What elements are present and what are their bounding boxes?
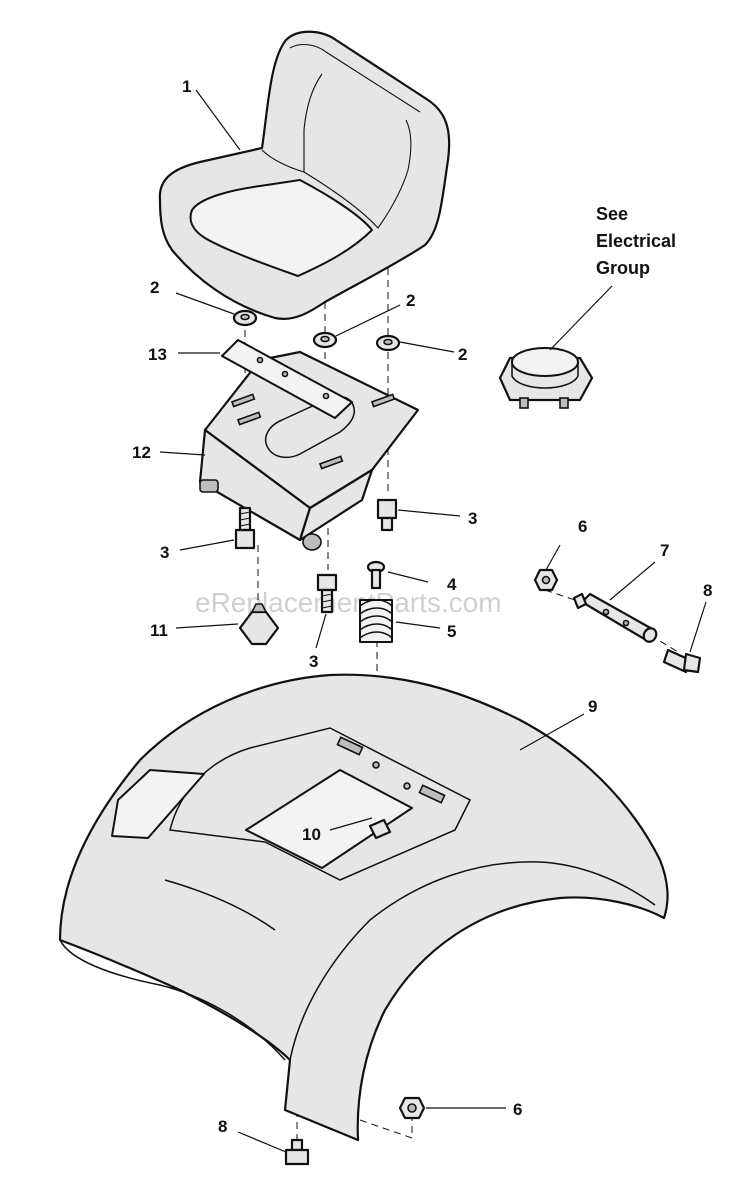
spring <box>359 599 393 643</box>
note-line-1: See <box>596 204 628 224</box>
callout-13: 13 <box>148 345 167 364</box>
callout-7: 7 <box>660 541 669 560</box>
bolt-b <box>376 498 398 532</box>
note-line-2: Electrical <box>596 231 676 251</box>
note-line-3: Group <box>596 258 650 278</box>
callout-4: 4 <box>447 575 457 594</box>
callout-6-top: 6 <box>578 517 587 536</box>
leader-lines <box>159 89 707 1153</box>
fender <box>58 673 669 1142</box>
nut-b <box>398 1096 426 1120</box>
bolt-bottom <box>284 1138 310 1166</box>
callout-3-right: 3 <box>468 509 477 528</box>
screw <box>366 560 386 590</box>
pivot-pin <box>572 592 658 643</box>
callout-1: 1 <box>182 77 191 96</box>
callout-8-bottom: 8 <box>218 1117 227 1136</box>
callout-3-bottom: 3 <box>309 652 318 671</box>
bolt-right <box>662 648 702 674</box>
bolt-c <box>316 573 338 614</box>
nut-a <box>533 568 559 592</box>
washer-b <box>312 331 338 349</box>
callout-10: 10 <box>302 825 321 844</box>
callout-2-right: 2 <box>458 345 467 364</box>
callout-6-bottom: 6 <box>513 1100 522 1119</box>
callout-2-left: 2 <box>150 278 159 297</box>
callout-12: 12 <box>132 443 151 462</box>
callout-9: 9 <box>588 697 597 716</box>
bumper <box>238 603 280 646</box>
callout-8-right: 8 <box>703 581 712 600</box>
washer-c <box>375 334 401 352</box>
callout-2-middle: 2 <box>406 291 415 310</box>
callout-labels: 1 2 2 2 13 12 3 3 3 4 5 11 6 7 8 9 10 6 … <box>132 77 712 1136</box>
callout-3-left: 3 <box>160 543 169 562</box>
washer-a <box>232 309 258 327</box>
bolt-a <box>234 506 256 550</box>
callout-5: 5 <box>447 622 456 641</box>
seat-bracket <box>198 350 420 551</box>
watermark: eReplacementParts.com <box>195 587 502 618</box>
seat-switch <box>498 347 594 409</box>
electrical-group-note: See Electrical Group <box>596 204 676 278</box>
callout-11: 11 <box>150 621 168 640</box>
seat-plate <box>221 339 353 419</box>
seat <box>158 30 451 320</box>
